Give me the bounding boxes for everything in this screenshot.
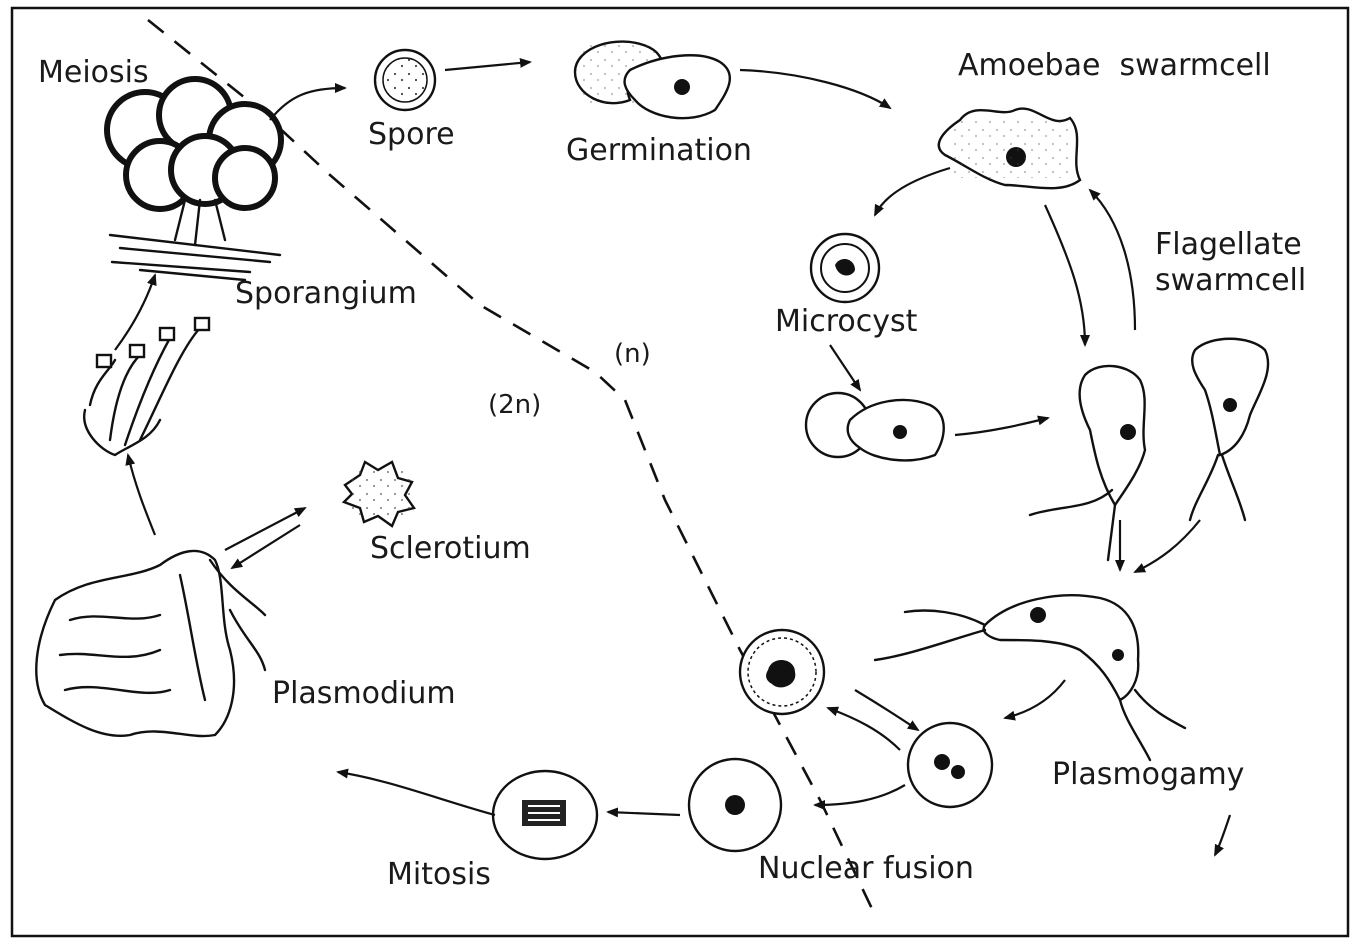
label-plasmodium: Plasmodium xyxy=(272,676,456,711)
flagellate-swarmcell-a xyxy=(1030,366,1145,560)
label-haploid: (n) xyxy=(614,339,651,369)
germination-cells xyxy=(575,42,730,119)
label-flagellate-line1: Flagellate xyxy=(1155,227,1302,262)
sclerotium-mass xyxy=(344,462,414,526)
flagellate-swarmcell-b xyxy=(1190,339,1268,520)
spore-cell xyxy=(375,50,435,110)
label-microcyst: Microcyst xyxy=(775,304,918,339)
microcyst-cell xyxy=(811,234,879,302)
binucleate-cell xyxy=(908,723,992,807)
zygote-cell xyxy=(740,630,824,714)
mitosis-cell xyxy=(493,771,597,859)
label-mitosis: Mitosis xyxy=(387,857,491,892)
plasmodium-mass xyxy=(36,551,265,736)
label-germination: Germination xyxy=(566,133,752,168)
microcyst-germination-cells xyxy=(806,393,944,460)
label-diploid: (2n) xyxy=(488,390,541,420)
label-nuclear-fusion: Nuclear fusion xyxy=(758,851,974,886)
developing-sporangia xyxy=(84,318,209,455)
amoeba-swarmcell xyxy=(939,109,1080,189)
label-sporangium: Sporangium xyxy=(235,276,417,311)
sporangium-cluster xyxy=(107,79,281,280)
label-amoebae-swarmcell: Amoebae swarmcell xyxy=(958,48,1271,83)
label-meiosis: Meiosis xyxy=(38,55,149,90)
label-spore: Spore xyxy=(368,117,455,152)
label-flagellate-line2: swarmcell xyxy=(1155,263,1306,298)
uninucleate-cell xyxy=(689,759,781,851)
label-sclerotium: Sclerotium xyxy=(370,531,531,566)
label-plasmogamy: Plasmogamy xyxy=(1052,757,1244,792)
